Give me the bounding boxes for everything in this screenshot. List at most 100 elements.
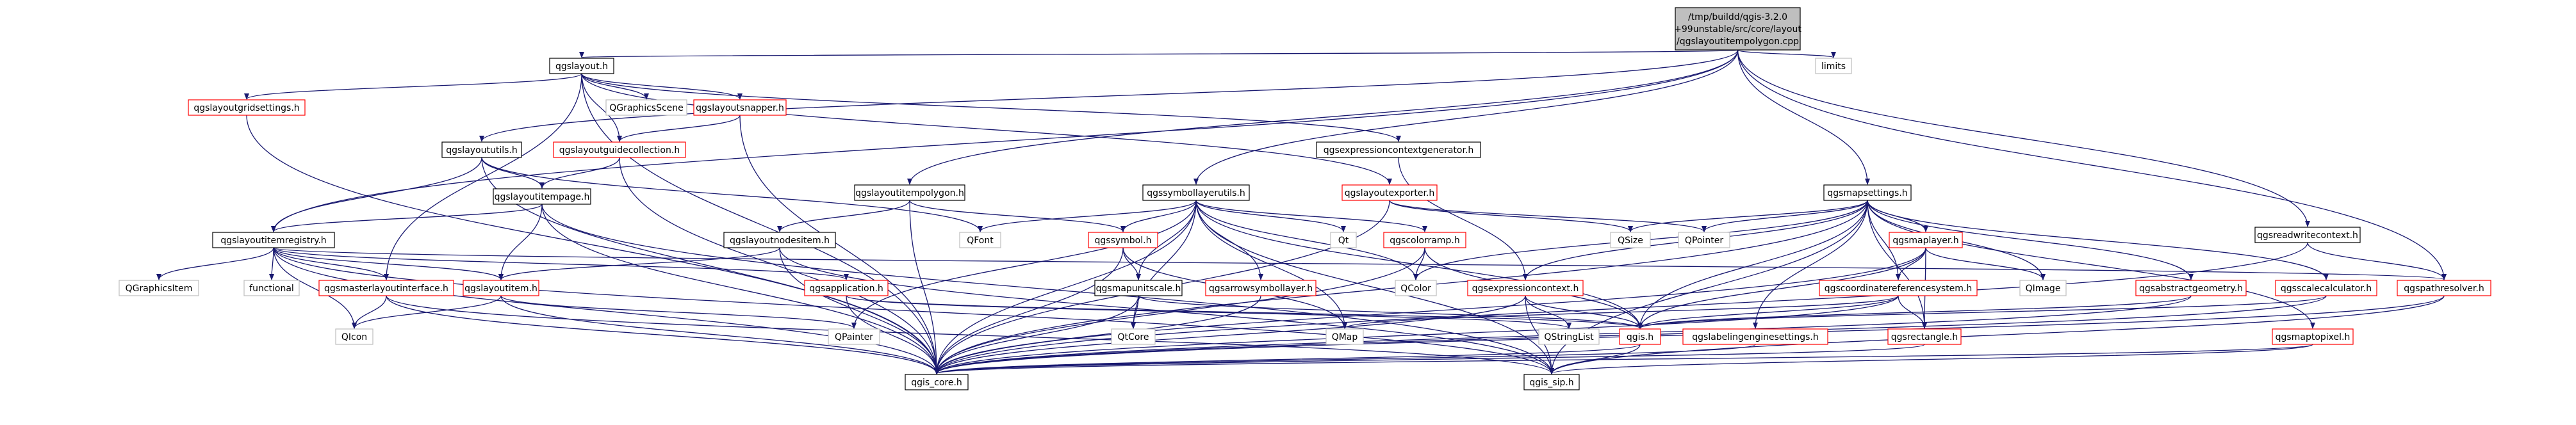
node-qgsmapsettings-label: qgsmapsettings.h bbox=[1827, 188, 1907, 198]
edge-qgslayout-to-qgraphicsscene bbox=[581, 73, 649, 100]
node-qgsmasterlayoutinterface-box bbox=[318, 280, 454, 296]
node-qgslayoutguidecollection[interactable]: qgslayoutguidecollection.h bbox=[553, 141, 686, 158]
node-qgsmaptopixel-label: qgsmaptopixel.h bbox=[2276, 332, 2350, 342]
node-qcolor: QColor bbox=[1395, 280, 1437, 296]
node-qgsmaplayer[interactable]: qgsmaplayer.h bbox=[1889, 232, 1963, 248]
edge-qgsmaplayer-to-qgis_core bbox=[934, 247, 1926, 374]
node-qgsmapsettings[interactable]: qgsmapsettings.h bbox=[1823, 184, 1912, 201]
node-qgraphicsscene-box bbox=[605, 99, 687, 116]
node-qsize-box bbox=[1610, 232, 1651, 248]
node-qgslayoutitempage-box bbox=[493, 188, 591, 205]
edge-qgslayoutitemregistry-to-qgsapplication bbox=[273, 247, 849, 280]
node-qgsarrowsymbollayer-box bbox=[1205, 280, 1317, 296]
node-qgsmaptopixel-box bbox=[2272, 328, 2354, 345]
edge-qgsmapunitscale-to-qgis_core bbox=[934, 295, 1139, 374]
edge-qgsreadwritecontext-to-qgspathresolver bbox=[2307, 242, 2447, 280]
edge-root-to-limits bbox=[1737, 49, 1836, 58]
edge-qgsmapsettings-to-qgsabstractgeometry bbox=[1867, 200, 2194, 280]
node-qgslayoutitempolygon[interactable]: qgslayoutitempolygon.h bbox=[854, 184, 965, 201]
node-qgis[interactable]: qgis.h bbox=[1619, 328, 1661, 345]
dependency-edges bbox=[156, 49, 2447, 374]
edge-qgsmapsettings-to-qgsscalecalculator bbox=[1867, 200, 2329, 280]
edge-qgslayoutguidecollection-to-qgslayoutitempage bbox=[539, 157, 620, 189]
node-qgscoordinatereferencesystem-label: qgscoordinatereferencesystem.h bbox=[1825, 284, 1973, 294]
node-qgslayoutitempolygon-box bbox=[854, 184, 965, 201]
edge-root-to-qgslayout bbox=[581, 49, 1739, 58]
node-qgsabstractgeometry[interactable]: qgsabstractgeometry.h bbox=[2135, 280, 2247, 296]
node-qgsexpressioncontextgenerator[interactable]: qgsexpressioncontextgenerator.h bbox=[1316, 141, 1481, 158]
node-qgscoordinatereferencesystem[interactable]: qgscoordinatereferencesystem.h bbox=[1819, 280, 1978, 296]
node-qgslayoutexporter[interactable]: qgslayoutexporter.h bbox=[1341, 184, 1438, 201]
node-root[interactable]: /tmp/buildd/qgis-3.2.0+99unstable/src/co… bbox=[1674, 7, 1801, 51]
edge-qgslabelingenginesettings-to-qgis_core bbox=[934, 344, 1756, 374]
node-qgsabstractgeometry-label: qgsabstractgeometry.h bbox=[2139, 284, 2243, 294]
node-qgslayoutitempage[interactable]: qgslayoutitempage.h bbox=[493, 188, 591, 205]
node-qgis_core[interactable]: qgis_core.h bbox=[905, 374, 969, 390]
node-qgssymbol[interactable]: qgssymbol.h bbox=[1088, 232, 1158, 248]
edge-qgssymbollayerutils-to-qmap bbox=[1195, 200, 1347, 329]
node-qgslayoutexporter-box bbox=[1341, 184, 1438, 201]
node-qgsapplication[interactable]: qgsapplication.h bbox=[804, 280, 889, 296]
node-qgslayoutsnapper[interactable]: qgslayoutsnapper.h bbox=[693, 99, 787, 116]
edge-root-to-qgsmapsettings bbox=[1737, 49, 1870, 185]
node-qgslayoutexporter-label: qgslayoutexporter.h bbox=[1345, 188, 1435, 198]
edge-qgslayoutitempage-to-qgis_core bbox=[541, 204, 939, 374]
node-limits-label: limits bbox=[1821, 61, 1846, 72]
node-qgsarrowsymbollayer[interactable]: qgsarrowsymbollayer.h bbox=[1205, 280, 1317, 296]
node-qgspathresolver-label: qgspathresolver.h bbox=[2404, 284, 2484, 294]
edge-qgslayout-to-qgslayoutsnapper bbox=[581, 73, 742, 100]
node-qgsmapunitscale[interactable]: qgsmapunitscale.h bbox=[1094, 280, 1183, 296]
node-qcolor-label: QColor bbox=[1400, 284, 1431, 294]
node-qgslayout[interactable]: qgslayout.h bbox=[549, 58, 614, 74]
edge-root-to-qgslayoutitempolygon bbox=[907, 49, 1739, 185]
edge-qgslayoutgridsettings-to-qgis_core bbox=[246, 115, 939, 374]
node-qgsreadwritecontext-label: qgsreadwritecontext.h bbox=[2257, 230, 2358, 241]
node-qgslayoutitemregistry[interactable]: qgslayoutitemregistry.h bbox=[212, 232, 335, 248]
edge-qgsexpressioncontext-to-qgis_core bbox=[934, 295, 1526, 374]
node-qgis-box bbox=[1619, 328, 1661, 345]
node-qgspathresolver[interactable]: qgspathresolver.h bbox=[2397, 280, 2491, 296]
node-qimage-box bbox=[2019, 280, 2067, 296]
node-qsize-label: QSize bbox=[1618, 236, 1643, 246]
node-functional-label: functional bbox=[249, 284, 294, 294]
edge-qgsexpressioncontextgenerator-to-qgsexpressioncontext bbox=[1398, 157, 1528, 280]
edge-qgsmaptopixel-to-qgis_core bbox=[934, 344, 2313, 374]
node-qgsrectangle-box bbox=[1887, 328, 1962, 345]
node-qgslayoututils[interactable]: qgslayoututils.h bbox=[441, 141, 522, 158]
node-qpainter-box bbox=[828, 328, 880, 345]
edge-qgslayoutitem-to-qgis_core bbox=[500, 295, 939, 374]
node-qgsmaptopixel[interactable]: qgsmaptopixel.h bbox=[2272, 328, 2354, 345]
node-qgsmasterlayoutinterface[interactable]: qgsmasterlayoutinterface.h bbox=[318, 280, 454, 296]
node-qgsrectangle[interactable]: qgsrectangle.h bbox=[1887, 328, 1962, 345]
node-qgscolorramp[interactable]: qgscolorramp.h bbox=[1383, 232, 1466, 248]
node-qgsscalecalculator-label: qgsscalecalculator.h bbox=[2281, 284, 2372, 294]
edge-qgslayoutexporter-to-qsize bbox=[1389, 200, 1633, 232]
node-qgssymbollayerutils[interactable]: qgssymbollayerutils.h bbox=[1142, 184, 1250, 201]
node-qgslayoutitemregistry-box bbox=[212, 232, 335, 248]
node-qgsscalecalculator[interactable]: qgsscalecalculator.h bbox=[2275, 280, 2377, 296]
node-qgslayoutitem[interactable]: qgslayoutitem.h bbox=[463, 280, 539, 296]
node-qgslabelingenginesettings[interactable]: qgslabelingenginesettings.h bbox=[1682, 328, 1828, 345]
node-qgsmapsettings-box bbox=[1823, 184, 1912, 201]
edge-qgssymbollayerutils-to-qgis_sip bbox=[1195, 200, 1554, 374]
edge-qgslayout-to-qgsmasterlayoutinterface bbox=[384, 73, 582, 280]
node-qimage-label: QImage bbox=[2026, 284, 2061, 294]
node-qgslayoutitempage-label: qgslayoutitempage.h bbox=[495, 192, 590, 202]
node-qmap-label: QMap bbox=[1332, 332, 1358, 342]
node-qgslayoutgridsettings[interactable]: qgslayoutgridsettings.h bbox=[188, 99, 306, 116]
node-qsize: QSize bbox=[1610, 232, 1651, 248]
node-qgssymbollayerutils-box bbox=[1142, 184, 1250, 201]
edge-qgslayoutnodesitem-to-qgslayoutitem bbox=[498, 247, 780, 280]
edge-qgslayoutitempolygon-to-qgssymbol bbox=[909, 200, 1126, 232]
node-qgis_sip[interactable]: qgis_sip.h bbox=[1523, 374, 1580, 390]
node-qgis-label: qgis.h bbox=[1627, 332, 1653, 342]
node-qgsreadwritecontext[interactable]: qgsreadwritecontext.h bbox=[2254, 227, 2361, 243]
edge-qgslayout-to-qgsexpressioncontextgenerator bbox=[581, 73, 1401, 142]
node-qgslayoutnodesitem[interactable]: qgslayoutnodesitem.h bbox=[723, 232, 836, 248]
node-qgsexpressioncontext[interactable]: qgsexpressioncontext.h bbox=[1467, 280, 1584, 296]
node-qpointer-label: QPointer bbox=[1685, 236, 1723, 246]
edge-qgssymbollayerutils-to-qgsarrowsymbollayer bbox=[1195, 200, 1263, 280]
node-functional: functional bbox=[243, 280, 300, 296]
edge-root-to-qgspathresolver bbox=[1737, 49, 2447, 280]
node-qt-label: Qt bbox=[1338, 236, 1349, 246]
